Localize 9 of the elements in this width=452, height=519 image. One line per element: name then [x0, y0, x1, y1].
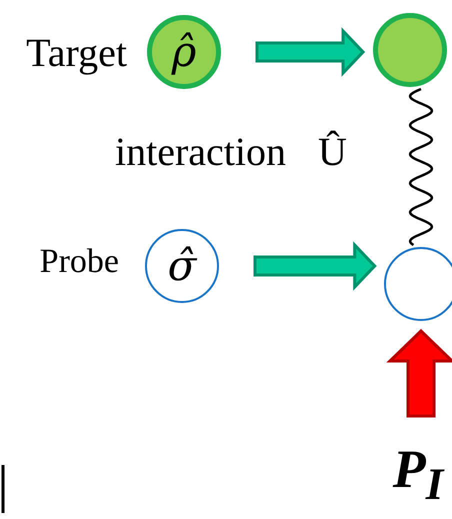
block-arrow — [256, 27, 366, 77]
system-label: Probe — [40, 243, 119, 282]
wavy-line — [408, 88, 434, 246]
state-symbol: σ̂ — [168, 245, 196, 287]
block-arrow — [254, 241, 377, 291]
block-arrow — [386, 328, 452, 418]
system-label: Target — [26, 28, 127, 76]
operator-symbol: P$_{I}$ — [392, 442, 444, 506]
state-symbol: ρ̂ — [172, 31, 196, 73]
